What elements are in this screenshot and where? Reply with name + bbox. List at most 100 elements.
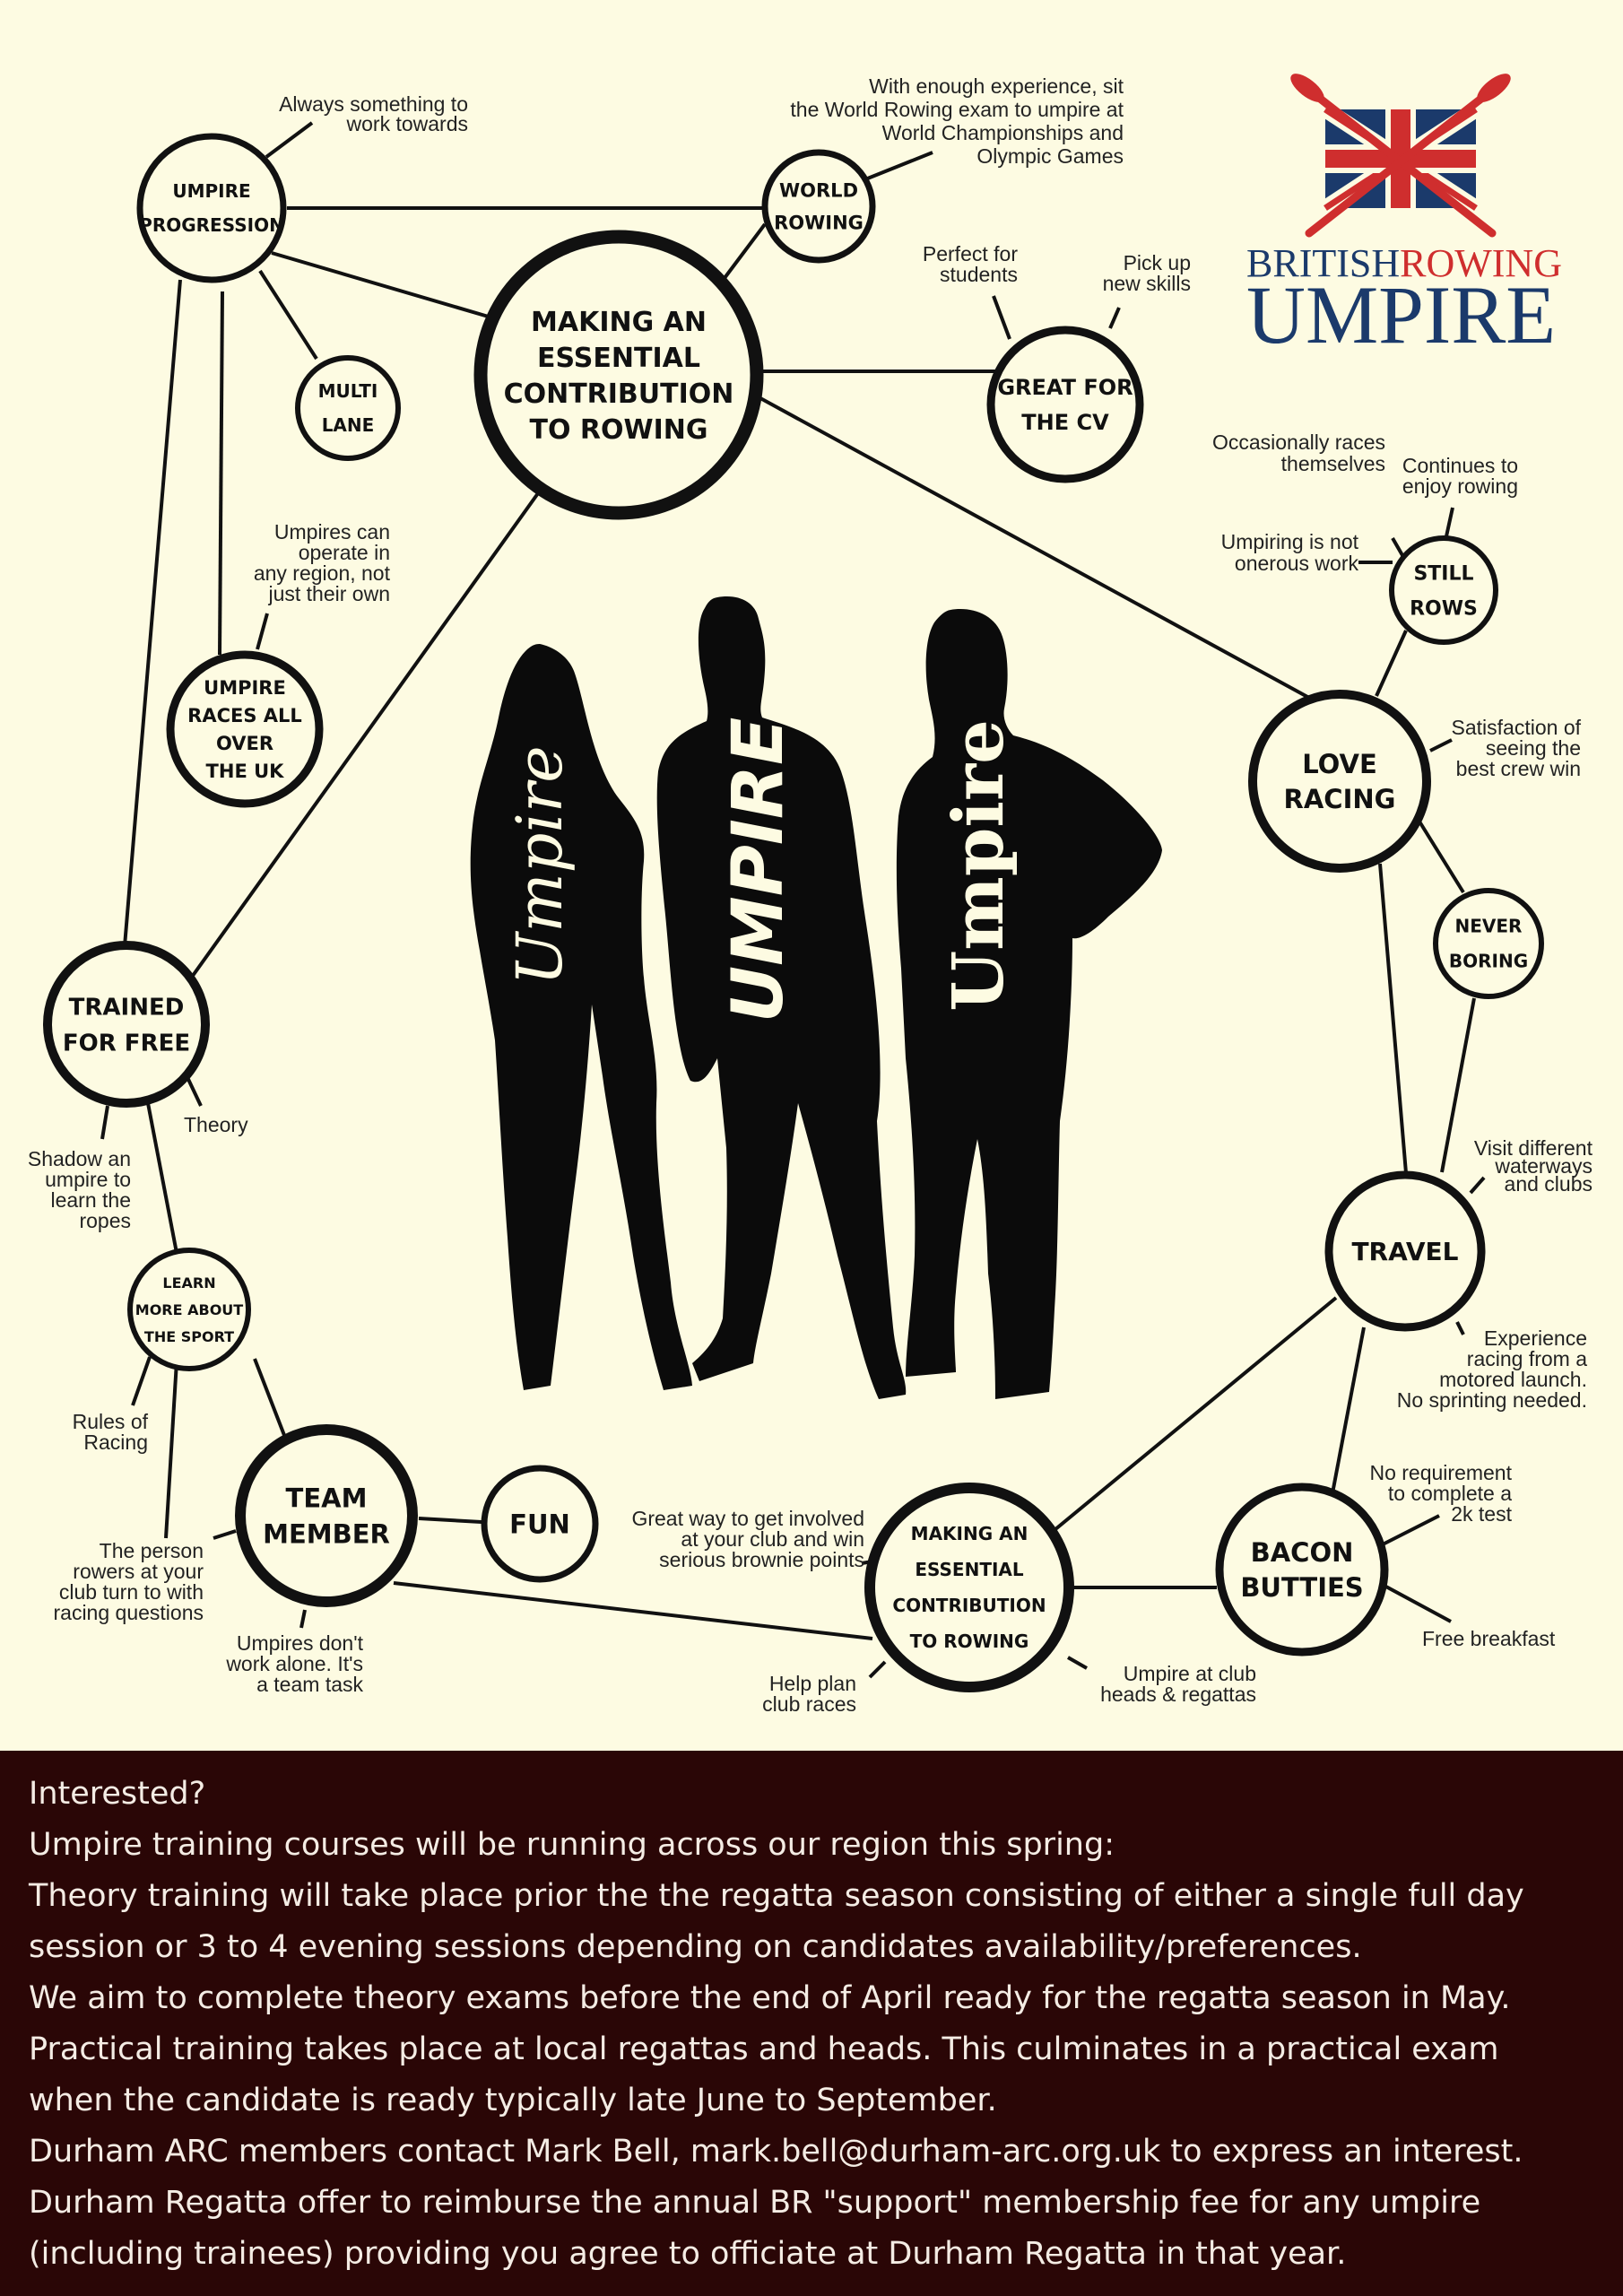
footer-line: Umpire training courses will be running …	[29, 1827, 1115, 1863]
umpire-silhouettes: Umpire UMPIRE Umpire	[470, 596, 1162, 1399]
footer-line: Theory training will take place prior th…	[29, 1878, 1524, 1914]
logo-rowing: ROWING	[1400, 241, 1562, 285]
node-label-line: ESSENTIAL	[537, 343, 700, 374]
footer-line: Practical training takes place at local …	[29, 2031, 1499, 2067]
footer-line: session or 3 to 4 evening sessions depen…	[29, 1929, 1362, 1965]
node-circle	[127, 1248, 251, 1371]
annotation-line: ropes	[79, 1209, 131, 1232]
node-circle	[136, 133, 287, 283]
silhouette-label-right: Umpire	[938, 719, 1020, 1011]
footer-heading: Interested?	[29, 1776, 206, 1812]
leader-line	[213, 1529, 237, 1540]
leader-line	[1067, 1656, 1088, 1670]
annotation-line: Rules of	[73, 1410, 149, 1433]
logo-brand-line: BRITISHROWING	[1246, 241, 1562, 285]
node-label-line: NEVER	[1455, 916, 1523, 937]
annotation-line: work towards	[346, 112, 468, 135]
node-circle	[864, 1483, 1074, 1692]
node-label-line: BORING	[1449, 951, 1528, 972]
node-circle	[166, 650, 324, 808]
leader-line	[299, 1609, 307, 1629]
node-label-line: MULTI	[318, 380, 378, 402]
annotation-line: Racing	[83, 1431, 148, 1454]
node-label-line: UMPIRE	[172, 180, 250, 202]
node-label-line: ESSENTIAL	[915, 1559, 1024, 1580]
edge	[393, 1581, 873, 1640]
node-label-line: ROWS	[1410, 597, 1478, 620]
annotation-line: learn the	[50, 1188, 131, 1212]
annotation-line: Olympic Games	[976, 144, 1124, 168]
annotation-line: students	[940, 263, 1018, 286]
annotation-line: Free breakfast	[1422, 1627, 1556, 1650]
silhouette-label-center: UMPIRE	[718, 718, 799, 1023]
leader-line	[1108, 307, 1121, 329]
node-label-line: ROWING	[774, 213, 864, 234]
silhouette-label-left: Umpire	[503, 745, 577, 985]
annotation-line: the World Rowing exam to umpire at	[790, 98, 1124, 121]
leader-line	[164, 1361, 178, 1539]
annotation-line: a team task	[256, 1673, 363, 1696]
edge	[146, 1102, 178, 1254]
annotation-line: operate in	[299, 541, 390, 564]
node-label-line: RACING	[1284, 784, 1396, 814]
node-label-line: STILL	[1413, 562, 1473, 585]
footer-line: (including trainees) providing you agree…	[29, 2236, 1347, 2272]
node-never-boring: NEVER BORING	[1433, 888, 1544, 999]
footer-line: We aim to complete theory exams before t…	[29, 1980, 1511, 2016]
leader-line	[1429, 738, 1453, 752]
leader-line	[1382, 1514, 1440, 1546]
node-circle	[481, 1465, 599, 1583]
annotation-line: Help plan	[769, 1672, 856, 1695]
node-team-member: TEAM MEMBER	[235, 1424, 418, 1607]
annotation-line: just their own	[267, 582, 390, 605]
annotation-line: club races	[762, 1692, 856, 1716]
annotation-line: onerous work	[1235, 552, 1359, 575]
annotation-line: enjoy rowing	[1402, 474, 1518, 498]
annotation-line: Experience	[1484, 1326, 1587, 1350]
annotation-line: Visit different	[1474, 1136, 1593, 1160]
node-label-line: OVER	[216, 733, 273, 754]
node-label-line: TRAINED	[69, 994, 185, 1021]
annotation-line: rowers at your	[73, 1560, 204, 1583]
edge	[759, 396, 1310, 700]
edge	[1378, 863, 1408, 1174]
annotation-line: World Championships and	[882, 121, 1124, 144]
leader-line	[1445, 507, 1454, 537]
crossed-oars-icon	[1290, 74, 1511, 238]
node-circle	[235, 1424, 418, 1607]
leader-line	[992, 295, 1011, 340]
annotation-line: serious brownie points	[659, 1548, 864, 1571]
edge	[271, 251, 492, 319]
british-rowing-umpire-logo: BRITISHROWING UMPIRE	[1246, 74, 1562, 361]
annotation-line: Always something to	[279, 92, 468, 116]
annotation-free-breakfast: Free breakfast	[1422, 1627, 1556, 1650]
annotation-line: heads & regattas	[1100, 1683, 1256, 1706]
edge	[1375, 630, 1408, 697]
node-label-line: TEAM	[286, 1483, 368, 1513]
node-label-line: MEMBER	[263, 1518, 390, 1549]
footer-line: Durham Regatta offer to reimburse the an…	[29, 2185, 1481, 2221]
node-label-line: THE UK	[206, 761, 285, 782]
annotation-line: Umpiring is not	[1221, 530, 1359, 553]
annotation-line: The person	[100, 1539, 204, 1562]
annotation-line: Pick up	[1124, 251, 1191, 274]
node-label-line: FUN	[509, 1509, 570, 1539]
node-label-line: MAKING AN	[911, 1523, 1028, 1544]
node-label-line: GREAT FOR	[997, 375, 1133, 400]
node-circle	[1248, 690, 1431, 873]
node-label-line: WORLD	[779, 180, 858, 202]
annotation-line: Perfect for	[923, 242, 1018, 265]
